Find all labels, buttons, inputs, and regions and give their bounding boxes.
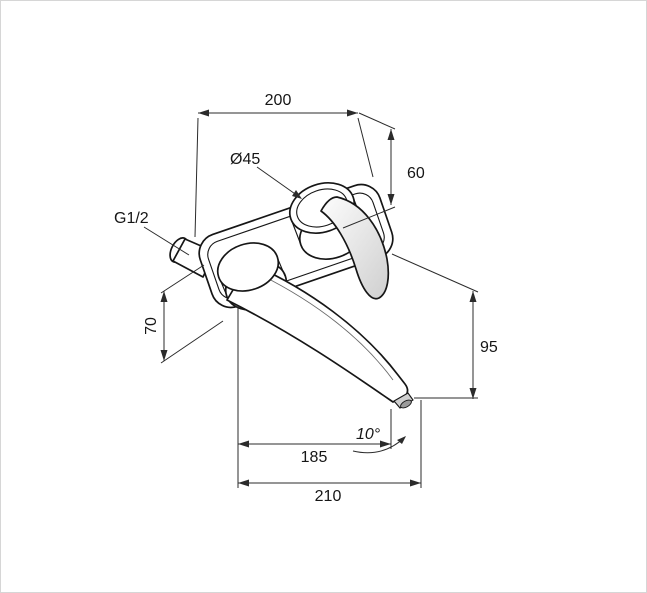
dim-210: 210 xyxy=(238,400,422,505)
dim-70-label: 70 xyxy=(143,317,160,335)
thread-label: G1/2 xyxy=(114,210,149,227)
dim-200: 200 xyxy=(194,92,374,238)
thread-leader-line xyxy=(143,226,190,256)
dim-185-label: 185 xyxy=(301,449,328,466)
dia45-leader-line xyxy=(256,166,299,197)
dim-185-lines xyxy=(238,409,392,449)
arrowhead xyxy=(160,350,168,361)
dim-200-lines xyxy=(194,112,374,238)
dim-185: 185 xyxy=(238,409,392,466)
arrowhead xyxy=(469,388,477,399)
wall-plate-inner xyxy=(207,192,385,300)
angle-label: 10° xyxy=(356,426,381,443)
dim-210-lines xyxy=(238,400,422,488)
arrowhead xyxy=(380,440,391,448)
dim-60: 60 xyxy=(342,112,425,229)
spout-tube xyxy=(226,262,409,403)
arrowhead xyxy=(160,291,168,302)
arrowhead xyxy=(469,291,477,302)
aerator xyxy=(393,392,414,409)
aerator-outlet xyxy=(400,399,412,409)
arrowhead xyxy=(347,109,358,117)
dim-70: 70 xyxy=(143,264,224,364)
handle-lever xyxy=(320,196,390,300)
dim-angle: 10° xyxy=(352,426,406,454)
spout-base-top xyxy=(216,242,280,292)
arrowhead xyxy=(198,109,209,117)
handle xyxy=(288,182,390,300)
dim-dia45: Ø45 xyxy=(230,151,302,199)
arrowhead xyxy=(410,479,421,487)
arrowhead xyxy=(387,129,395,140)
dim-thread: G1/2 xyxy=(114,210,190,256)
dim-60-label: 60 xyxy=(407,165,425,182)
faucet-drawing xyxy=(169,182,414,409)
dim-95-lines xyxy=(391,253,479,399)
dim-200-label: 200 xyxy=(265,92,292,109)
arrowhead xyxy=(238,440,249,448)
spout-highlight-line xyxy=(260,274,394,381)
arrowhead xyxy=(387,194,395,205)
dim-210-label: 210 xyxy=(315,488,342,505)
dim-95: 95 xyxy=(391,253,498,399)
arrowhead xyxy=(397,436,406,444)
dia45-label: Ø45 xyxy=(230,151,260,168)
spout xyxy=(216,242,414,409)
dim-70-lines xyxy=(160,264,224,364)
dim-95-label: 95 xyxy=(480,339,498,356)
arrowhead xyxy=(238,479,249,487)
arrowhead xyxy=(292,190,302,199)
dim-60-lines xyxy=(342,112,396,229)
